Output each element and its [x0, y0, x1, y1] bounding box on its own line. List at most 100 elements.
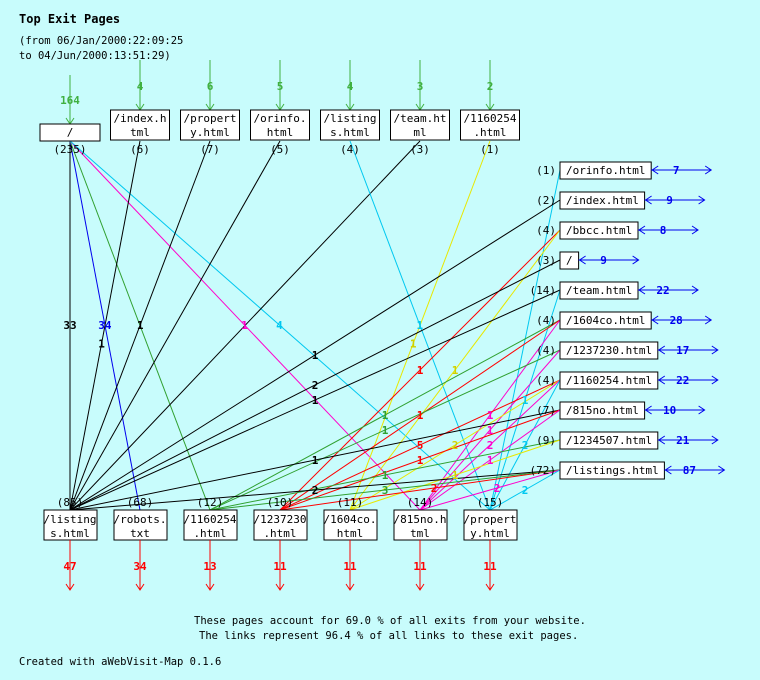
loop-arrow-left-icon [651, 165, 659, 175]
link-count: 2 [431, 482, 438, 495]
loop-count: 10 [663, 404, 676, 417]
link-line [279, 229, 561, 511]
link-line [209, 319, 561, 511]
exit-count: 13 [203, 560, 216, 573]
link-count: 1 [487, 409, 494, 422]
exit-count: 11 [273, 560, 287, 573]
page-node-b_property [463, 509, 518, 541]
page-node-label: /team.html [566, 284, 632, 297]
page-node-count: (3) [536, 254, 556, 267]
page-node-label: /orinfo. [254, 112, 307, 125]
page-node-b_1160254 [183, 509, 238, 541]
exit-count: 11 [413, 560, 427, 573]
loop-arrow-right-icon [711, 375, 719, 385]
loop-arrow-right-icon [711, 345, 719, 355]
page-node-count: (7) [536, 404, 556, 417]
link-count: 1 [487, 424, 494, 437]
page-node-count: (1) [480, 143, 500, 156]
loop-arrow-left-icon [638, 225, 646, 235]
loop-count: 17 [676, 344, 689, 357]
link-count: 1 [452, 469, 459, 482]
page-node-b_listings [43, 509, 98, 541]
link-count: 34 [98, 319, 112, 332]
page-node-t_index [110, 109, 170, 141]
page-node-label: y.html [470, 527, 510, 540]
page-node-label: .html [263, 527, 296, 540]
page-node-count: (11) [337, 496, 364, 509]
page-node-label: y.html [190, 126, 230, 139]
loop-count: 9 [666, 194, 673, 207]
link-count: 1 [410, 337, 417, 350]
link-line [69, 140, 491, 511]
link-count: 1 [312, 349, 319, 362]
link-line [209, 469, 561, 511]
link-count: 1 [452, 364, 459, 377]
exit-count: 11 [483, 560, 497, 573]
page-node-count: (5) [270, 143, 290, 156]
page-node-count: (1) [536, 164, 556, 177]
exit-arrow-icon [485, 583, 495, 591]
link-line [69, 140, 211, 511]
page-node-label: /listings.html [566, 464, 659, 477]
summary-exits: These pages account for 69.0 % of all ex… [194, 615, 586, 627]
page-node-label: /1604co.html [566, 314, 645, 327]
loop-count: 7 [673, 164, 680, 177]
link-line [419, 409, 561, 511]
link-line [69, 289, 561, 511]
link-count: 33 [63, 319, 76, 332]
page-node-label: /listing [44, 513, 97, 526]
page-node-label: /1234507.html [566, 434, 652, 447]
page-node-label: html [267, 126, 294, 139]
credit-text: Created with aWebVisit-Map 0.1.6 [19, 656, 222, 668]
link-count: 3 [382, 484, 389, 497]
link-count: 2 [487, 439, 494, 452]
entry-count: 4 [347, 80, 354, 93]
page-node-label: s.html [330, 126, 370, 139]
loop-arrow-left-icon [657, 345, 666, 355]
page-node-label: /listing [324, 112, 377, 125]
loop-count: 22 [676, 374, 689, 387]
loop-count: 8 [660, 224, 667, 237]
page-node-label: / [566, 254, 573, 267]
link-count: 1 [382, 469, 389, 482]
link-count: 1 [312, 394, 319, 407]
entry-count: 4 [137, 80, 144, 93]
page-node-label: /1160254 [184, 513, 237, 526]
link-count: 1 [522, 394, 529, 407]
link-count: 2 [312, 379, 319, 392]
summary-links: The links represent 96.4 % of all links … [199, 630, 579, 642]
page-node-b_1237230 [253, 509, 308, 541]
loop-arrow-left-icon [578, 255, 586, 265]
page-node-label: txt [130, 527, 150, 540]
loop-arrow-right-icon [691, 225, 699, 235]
page-node-t_team [390, 109, 450, 141]
page-node-count: (85) [57, 496, 84, 509]
page-node-count: (68) [127, 496, 154, 509]
page-node-count: (235) [53, 143, 86, 156]
link-count: 4 [276, 319, 283, 332]
entry-count: 2 [487, 80, 494, 93]
loop-arrow-left-icon [664, 465, 672, 475]
link-line [279, 379, 561, 511]
page-node-label: .html [473, 126, 506, 139]
page-node-count: (7) [200, 143, 220, 156]
link-count: 2 [494, 482, 501, 495]
page-node-label: .html [193, 527, 226, 540]
page-node-label: /bbcc.html [566, 224, 632, 237]
link-line [419, 319, 561, 511]
page-node-b_1604co [323, 509, 378, 541]
link-count: 1 [382, 409, 389, 422]
loop-arrow-right-icon [698, 195, 706, 205]
page-node-label: /propert [184, 112, 237, 125]
link-line [489, 169, 561, 511]
page-node-label: /1604co. [324, 513, 377, 526]
link-line [349, 439, 561, 511]
link-line [69, 469, 561, 511]
period-from: (from 06/Jan/2000:22:09:25 [19, 35, 184, 47]
link-count: 2 [522, 439, 529, 452]
link-line [279, 409, 561, 511]
page-node-label: / [67, 126, 74, 139]
exit-arrow-icon [135, 583, 145, 591]
page-title: Top Exit Pages [19, 12, 121, 26]
